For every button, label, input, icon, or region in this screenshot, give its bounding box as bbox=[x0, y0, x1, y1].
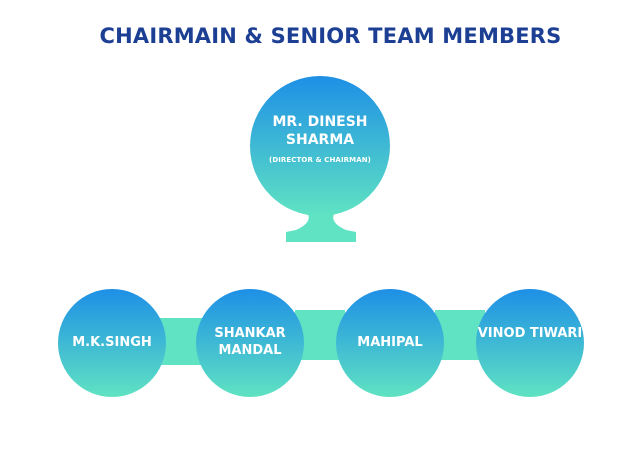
chairman-name: MR. DINESH SHARMA bbox=[272, 114, 368, 149]
chairman-pedestal bbox=[286, 205, 356, 242]
connector-1-2 bbox=[155, 318, 210, 365]
connector-2-3 bbox=[295, 310, 345, 360]
member-name-2: SHANKAR MANDAL bbox=[214, 326, 286, 358]
chairman-role: (DIRECTOR & CHAIRMAN) bbox=[269, 156, 371, 164]
member-name-1: M.K.SINGH bbox=[72, 335, 152, 350]
member-circle-1 bbox=[58, 289, 166, 397]
chairman-circle bbox=[250, 76, 390, 216]
member-circle-4 bbox=[476, 289, 584, 397]
member-name-3: MAHIPAL bbox=[357, 335, 423, 350]
member-circle-2 bbox=[196, 289, 304, 397]
connector-3-4 bbox=[435, 310, 485, 360]
member-circle-3 bbox=[336, 289, 444, 397]
member-name-4: VINOD TIWARI bbox=[477, 326, 583, 341]
page-title: CHAIRMAIN & SENIOR TEAM MEMBERS bbox=[99, 24, 562, 48]
